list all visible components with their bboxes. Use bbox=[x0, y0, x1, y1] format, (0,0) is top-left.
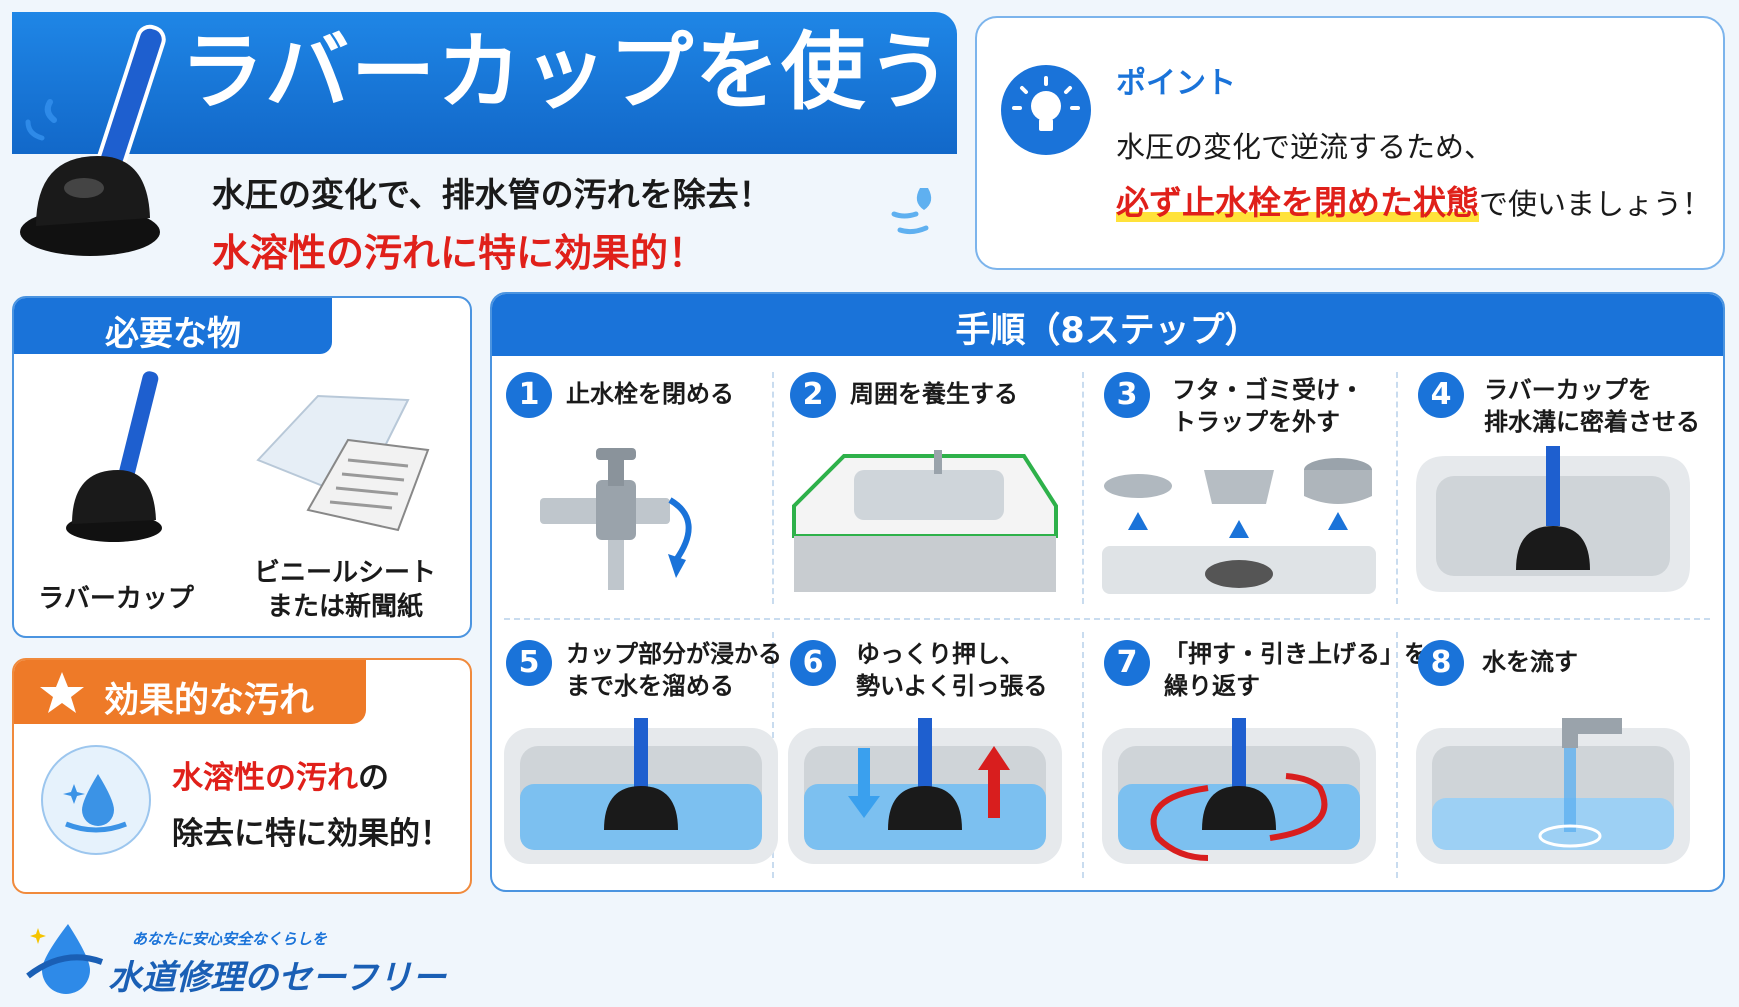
step-divider bbox=[1082, 372, 1084, 604]
water-drop-icon bbox=[41, 745, 151, 855]
step-5-line-2: まで水を溜める bbox=[566, 672, 734, 700]
step-7-badge: 7 bbox=[1104, 640, 1150, 686]
step-3-label: フタ・ゴミ受け・トラップを外す bbox=[1172, 374, 1364, 438]
step-5-fill-water-illustration bbox=[504, 718, 778, 864]
step-6-label: ゆっくり押し、勢いよく引っ張る bbox=[856, 638, 1048, 702]
star-icon bbox=[40, 672, 84, 713]
step-8-line-1: 水を流す bbox=[1482, 648, 1578, 676]
step-2-label: 周囲を養生する bbox=[850, 378, 1018, 410]
need-item-sheet: ビニールシート または新聞紙 bbox=[240, 556, 450, 624]
plunger-hero-icon bbox=[20, 24, 166, 256]
logo-name: 水道修理のセーフリー bbox=[108, 958, 446, 998]
need-item-plunger: ラバーカップ bbox=[38, 584, 194, 614]
step-divider bbox=[1082, 632, 1084, 878]
step-6-line-2: 勢いよく引っ張る bbox=[856, 672, 1048, 700]
water-splash-icon bbox=[891, 188, 932, 235]
step-8-badge: 8 bbox=[1418, 640, 1464, 686]
step-7-repeat-illustration bbox=[1102, 718, 1376, 864]
step-6-badge: 6 bbox=[790, 640, 836, 686]
needs-header bbox=[14, 298, 332, 354]
step-7-line-2: 繰り返す bbox=[1164, 672, 1260, 700]
step-2-sink-cover-illustration bbox=[792, 450, 1058, 592]
need-item-sheet-line-2: または新聞紙 bbox=[266, 592, 423, 622]
needs-title: 必要な物 bbox=[105, 314, 241, 354]
step-divider bbox=[1396, 632, 1398, 878]
point-label: ポイント bbox=[1116, 66, 1236, 101]
step-divider bbox=[504, 618, 1710, 620]
point-line-2: 必ず止水栓を閉めた状態で使いましょう！ bbox=[1116, 176, 1711, 224]
point-line-2-rest: で使いましょう！ bbox=[1479, 187, 1712, 221]
step-6-push-pull-illustration bbox=[788, 718, 1062, 864]
step-divider bbox=[1396, 372, 1398, 604]
subtitle-line-1: 水圧の変化で、排水管の汚れを除去！ bbox=[212, 175, 772, 214]
plunger-icon bbox=[66, 371, 162, 542]
point-emphasis: 必ず止水栓を閉めた状態 bbox=[1116, 183, 1479, 222]
effective-line-1: 水溶性の汚れの bbox=[172, 752, 389, 797]
lightbulb-icon bbox=[1001, 65, 1091, 155]
step-3-line-1: フタ・ゴミ受け・ bbox=[1172, 376, 1364, 404]
step-2-line-1: 周囲を養生する bbox=[850, 380, 1018, 408]
step-4-plunger-on-drain-illustration bbox=[1416, 446, 1690, 592]
step-2-badge: 2 bbox=[790, 372, 836, 418]
step-4-label: ラバーカップを排水溝に密着させる bbox=[1484, 374, 1700, 438]
step-divider bbox=[772, 372, 774, 604]
point-line-1: 水圧の変化で逆流するため、 bbox=[1116, 130, 1494, 164]
step-3-badge: 3 bbox=[1104, 372, 1150, 418]
step-5-line-1: カップ部分が浸かる bbox=[566, 640, 782, 668]
step-1-valve-illustration bbox=[540, 448, 692, 590]
subtitle-line-2: 水溶性の汚れに特に効果的！ bbox=[212, 231, 707, 275]
step-6-line-1: ゆっくり押し、 bbox=[856, 640, 1024, 668]
need-item-sheet-line-1: ビニールシート bbox=[253, 558, 436, 588]
step-5-label: カップ部分が浸かるまで水を溜める bbox=[566, 638, 782, 702]
effective-line-2: 除去に特に効果的！ bbox=[172, 816, 451, 852]
step-1-line-1: 止水栓を閉める bbox=[566, 380, 734, 408]
step-7-label: 「押す・引き上げる」を繰り返す bbox=[1164, 638, 1428, 702]
steps-header bbox=[492, 294, 1723, 356]
effective-title: 効果的な汚れ bbox=[104, 681, 315, 721]
step-4-line-2: 排水溝に密着させる bbox=[1484, 408, 1700, 436]
point-box bbox=[975, 16, 1725, 270]
effective-emphasis: 水溶性の汚れ bbox=[172, 760, 358, 796]
step-4-line-1: ラバーカップを bbox=[1484, 376, 1652, 404]
step-8-flush-water-illustration bbox=[1416, 718, 1690, 864]
effective-line-1-rest: の bbox=[358, 760, 389, 796]
step-3-line-2: トラップを外す bbox=[1172, 408, 1340, 436]
steps-title: 手順（8ステップ） bbox=[955, 311, 1260, 351]
title-banner bbox=[12, 12, 957, 154]
step-3-remove-parts-illustration bbox=[1102, 458, 1376, 594]
step-4-badge: 4 bbox=[1418, 372, 1464, 418]
logo-tagline: あなたに安心安全なくらしを bbox=[132, 930, 328, 948]
page-title: ラバーカップを使う bbox=[180, 23, 954, 121]
step-5-badge: 5 bbox=[506, 640, 552, 686]
step-1-label: 止水栓を閉める bbox=[566, 378, 734, 410]
step-1-badge: 1 bbox=[506, 372, 552, 418]
logo-drop-icon bbox=[26, 924, 104, 994]
step-8-label: 水を流す bbox=[1482, 646, 1578, 678]
vinyl-sheet-newspaper-icon bbox=[256, 394, 430, 532]
step-7-line-1: 「押す・引き上げる」を bbox=[1164, 640, 1428, 668]
